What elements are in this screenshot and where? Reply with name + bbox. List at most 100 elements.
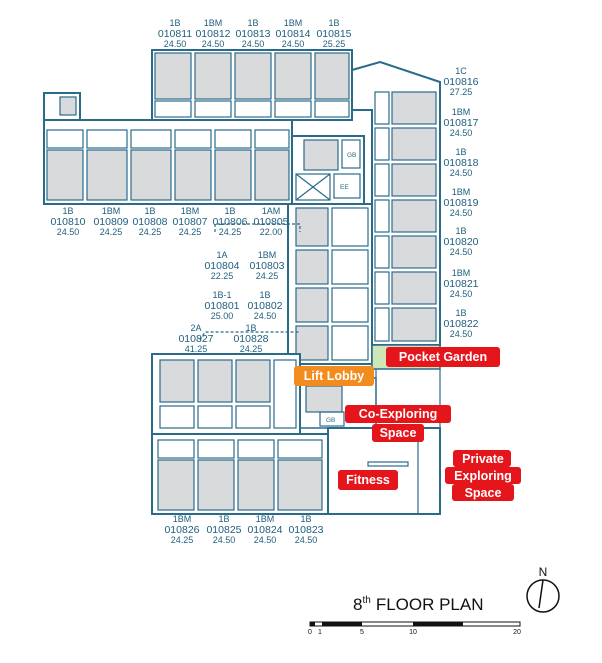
unit-label-010818: 1B 010818 24.50 [443,147,478,178]
unit-number: 010806 [212,216,247,228]
unit-number: 010809 [93,216,128,228]
label-bg [345,405,451,423]
scale-bar: 0 1 5 10 20 [308,621,521,636]
unit-area: 22.25 [211,271,234,281]
unit-number: 010823 [288,524,323,536]
unit-type: 1BM [102,206,121,216]
unit-label-010815: 1B 010815 25.25 [316,18,351,49]
unit-label-010807: 1BM 010807 24.25 [172,206,207,237]
unit-number: 010814 [275,28,310,40]
unit-number: 010819 [443,197,478,209]
unit-area: 24.25 [219,227,242,237]
label-bg [338,470,398,490]
unit-area: 24.50 [450,247,473,257]
unit-label-010809: 1BM 010809 24.25 [93,206,128,237]
unit-label-010817: 1BM 010817 24.50 [443,107,478,138]
south-west-block [151,353,301,435]
unit-label-010803: 1BM 010803 24.25 [249,250,284,281]
unit-area: 27.25 [450,87,473,97]
unit-label-010822: 1B 010822 24.50 [443,308,478,339]
unit-number: 010822 [443,318,478,330]
unit-label-010820: 1B 010820 24.50 [443,226,478,257]
unit-area: 24.25 [256,271,279,281]
dashed-outline [214,223,301,232]
top-wing [151,49,353,121]
south-wing [151,433,329,515]
scale-tick: 1 [318,629,322,636]
unit-number: 010817 [443,117,478,129]
unit-number: 010808 [132,216,167,228]
unit-number: 010801 [204,300,239,312]
unit-area: 24.50 [450,168,473,178]
unit-number: 010811 [158,28,192,40]
unit-label-010828: 1B 010828 24.25 [233,323,268,354]
unit-type: 1B [169,18,180,28]
unit-label-010825: 1B 010825 24.50 [206,514,241,545]
unit-type: 2A [190,323,201,333]
unit-type: 1B [300,514,311,524]
unit-area: 24.25 [240,344,263,354]
unit-area: 22.00 [260,227,283,237]
unit-number: 010810 [50,216,85,228]
dashed-outline [199,331,300,341]
unit-area: 24.25 [179,227,202,237]
unit-area: 24.25 [139,227,162,237]
unit-label-010811: 1B 010811 24.50 [158,18,192,49]
unit-type: 1BM [181,206,200,216]
unit-type: 1B [144,206,155,216]
unit-type: 1B [328,18,339,28]
unit-label-010827: 2A 010827 41.25 [178,323,213,354]
unit-type: 1BM [284,18,303,28]
unit-area: 24.25 [100,227,123,237]
room-tag-ee: EE [340,184,349,191]
label-text: Space [465,486,502,500]
unit-label-010821: 1BM 010821 24.50 [443,268,478,299]
unit-type: 1B [62,206,73,216]
unit-type: 1AM [262,206,281,216]
unit-number: 010816 [443,76,478,88]
unit-number: 010821 [443,278,478,290]
unit-area: 24.50 [213,535,236,545]
fitness-label: Fitness [338,470,398,490]
label-bg [372,424,424,442]
unit-number: 010803 [249,260,284,272]
scale-tick: 20 [513,629,521,636]
unit-type: 1BM [258,250,277,260]
unit-type: 1B [455,308,466,318]
scale-tick: 0 [308,629,312,636]
unit-type: 1B-1 [212,290,231,300]
unit-number: 010818 [443,157,478,169]
label-bg [294,366,374,386]
central-block [287,203,373,365]
unit-number: 010805 [253,216,288,228]
title-sup: th [362,595,370,606]
unit-type: 1BM [452,107,471,117]
unit-number: 010812 [195,28,230,40]
unit-number: 010815 [316,28,351,40]
unit-label-010823: 1B 010823 24.50 [288,514,323,545]
unit-area: 41.25 [185,344,208,354]
unit-type: 1BM [452,187,471,197]
label-text: Pocket Garden [399,350,487,364]
unit-type: 1B [224,206,235,216]
unit-area: 24.50 [202,39,225,49]
unit-number: 010813 [235,28,270,40]
label-text: Exploring [454,469,512,483]
label-text: Space [380,426,417,440]
unit-area: 24.50 [450,128,473,138]
unit-number: 010826 [164,524,199,536]
lift-lobby-label: Lift Lobby [294,366,374,386]
title-rest: FLOOR PLAN [376,595,484,614]
unit-area: 24.50 [57,227,80,237]
unit-label-010824: 1BM 010824 24.50 [247,514,282,545]
unit-number: 010827 [178,333,213,345]
unit-type: 1B [218,514,229,524]
unit-type: 1BM [452,268,471,278]
unit-area: 24.25 [171,535,194,545]
unit-label-010812: 1BM 010812 24.50 [195,18,230,49]
unit-number: 010802 [247,300,282,312]
unit-area: 24.50 [164,39,187,49]
amenity-labels: Pocket Garden Lift Lobby Co-Exploring Sp… [294,347,521,501]
